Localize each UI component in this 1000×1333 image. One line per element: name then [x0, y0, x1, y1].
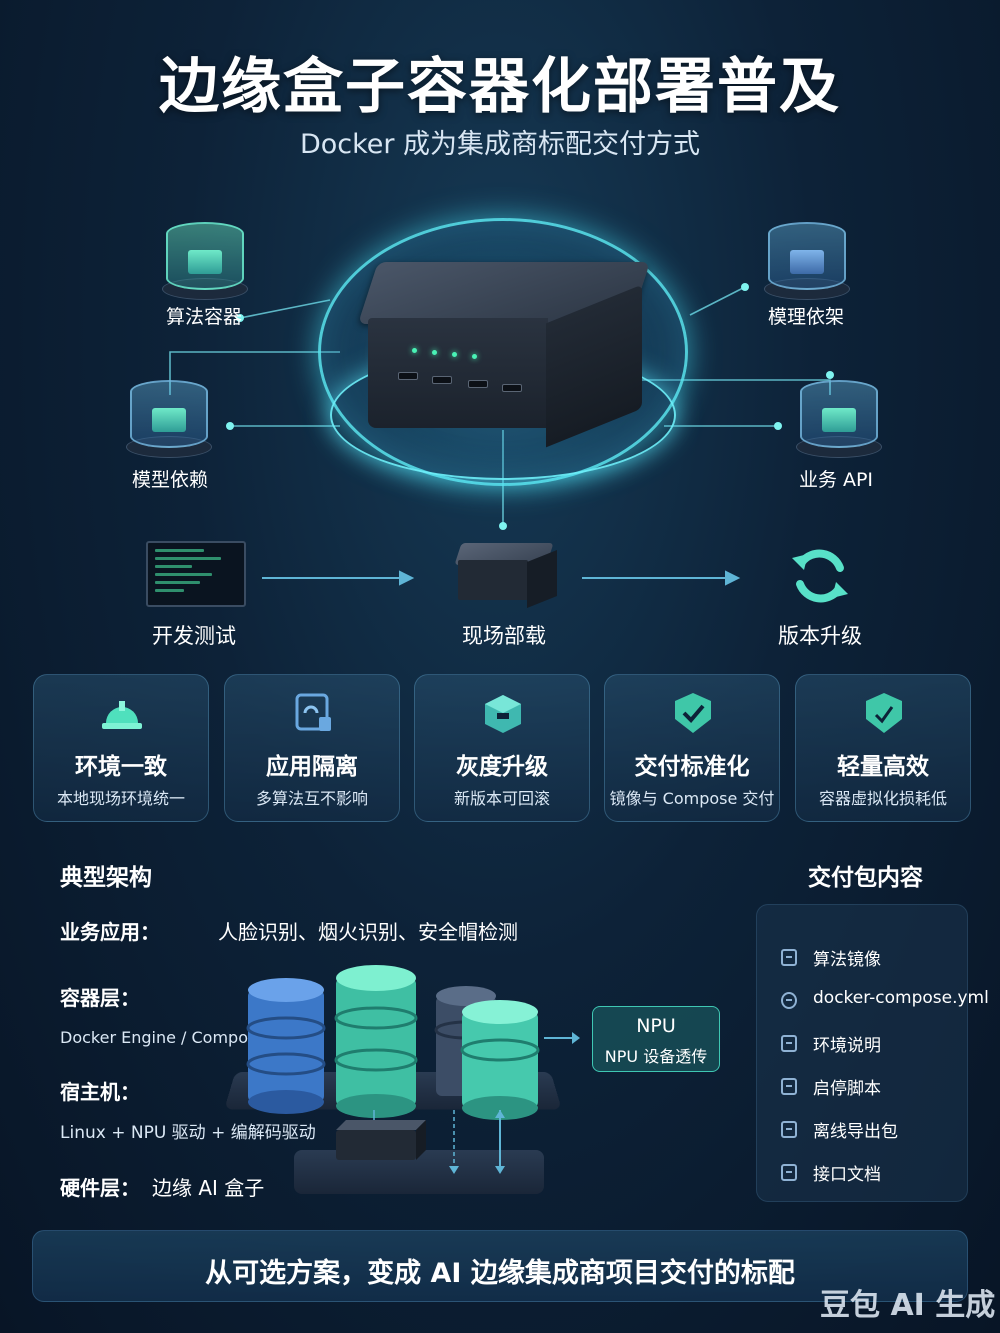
page-subtitle: Docker 成为集成商标配交付方式 [299, 129, 701, 160]
isolation-icon [295, 693, 331, 731]
usb-port [468, 380, 488, 388]
npu-box: NPU NPU 设备透传 [592, 1006, 720, 1072]
feature-title: 交付标准化 [634, 754, 750, 780]
cube-icon [485, 695, 521, 733]
code-screen-icon [146, 541, 246, 607]
package-item: 环境说明 [781, 1031, 967, 1056]
container-layer-value: Docker Engine / Compose [60, 1028, 267, 1047]
footer-text: 从可选方案，变成 AI 边缘集成商项目交付的标配 [205, 1258, 795, 1289]
feature-card-lightweight: 轻量高效 容器虚拟化损耗低 [795, 674, 971, 822]
ai-watermark: 豆包 AI 生成 [820, 1288, 996, 1323]
model-framework-icon [764, 222, 850, 302]
feature-card-consistency: 环境一致 本地现场环境统一 [33, 674, 209, 822]
architecture-title: 典型架构 [60, 865, 152, 891]
feature-desc: 多算法互不影响 [255, 789, 368, 808]
feature-desc: 镜像与 Compose 交付 [609, 789, 775, 808]
feature-desc: 容器虚拟化损耗低 [818, 789, 947, 808]
business-layer-label: 业务应用： [60, 920, 160, 944]
feature-title: 应用隔离 [266, 754, 358, 780]
edge-box-front [368, 318, 548, 428]
package-item-label: 环境说明 [813, 1036, 881, 1056]
npu-title: NPU [636, 1015, 676, 1037]
status-led [452, 352, 457, 357]
flow-step-label: 开发测试 [152, 624, 236, 648]
feature-desc: 本地现场环境统一 [56, 789, 185, 808]
container-stack-illustration [246, 965, 580, 1174]
package-item: 启停脚本 [781, 1074, 967, 1099]
feature-title: 环境一致 [75, 754, 167, 780]
host-layer-value: Linux + NPU 驱动 + 编解码驱动 [60, 1123, 316, 1143]
helmet-icon [102, 701, 142, 729]
package-item: 算法镜像 [781, 945, 967, 970]
business-layer-value: 人脸识别、烟火识别、安全帽检测 [218, 920, 518, 944]
hub-node-label: 算法容器 [165, 306, 242, 328]
hdmi-port [398, 372, 418, 380]
doc-icon [781, 1164, 797, 1181]
check-shield-icon [675, 693, 711, 733]
package-item: 离线导出包 [781, 1117, 967, 1142]
npu-desc: NPU 设备透传 [604, 1047, 708, 1066]
feature-desc: 新版本可回滚 [453, 789, 550, 808]
host-layer-label: 宿主机： [60, 1080, 140, 1104]
package-title: 交付包内容 [808, 865, 923, 891]
hardware-layer-value: 边缘 AI 盒子 [152, 1176, 265, 1200]
feature-card-standardization: 交付标准化 镜像与 Compose 交付 [604, 674, 780, 822]
status-led [432, 350, 437, 355]
algorithm-container-icon [162, 222, 248, 302]
model-dependency-icon [126, 380, 212, 460]
edge-box-icon-front [458, 560, 528, 600]
flow-step-label: 现场部载 [462, 624, 546, 648]
file-icon [781, 949, 797, 966]
export-icon [781, 1121, 797, 1138]
status-led [412, 348, 417, 353]
refresh-icon [792, 549, 848, 603]
lightning-shield-icon [866, 693, 902, 733]
hub-node-label: 业务 API [798, 469, 874, 491]
feature-title: 灰度升级 [456, 754, 548, 780]
package-item-label: 接口文档 [813, 1165, 881, 1185]
usb-port [432, 376, 452, 384]
target-icon [781, 992, 797, 1009]
package-item: docker-compose.yml [781, 988, 989, 1012]
business-api-icon [796, 380, 882, 460]
hardware-layer-label: 硬件层： [60, 1176, 140, 1200]
package-item-label: 离线导出包 [813, 1122, 898, 1142]
container-layer-label: 容器层： [60, 986, 140, 1010]
file-icon [781, 1035, 797, 1052]
script-icon [781, 1078, 797, 1095]
hub-node-label: 模理依架 [767, 306, 844, 328]
feature-card-gray-upgrade: 灰度升级 新版本可回滚 [414, 674, 590, 822]
hardware-platform [294, 1150, 544, 1194]
hub-node-label: 模型依赖 [131, 469, 208, 491]
footer-banner: 从可选方案，变成 AI 边缘集成商项目交付的标配 [32, 1230, 968, 1302]
package-item: 接口文档 [781, 1160, 967, 1185]
feature-card-isolation: 应用隔离 多算法互不影响 [224, 674, 400, 822]
usb-port [502, 384, 522, 392]
package-item-label: docker-compose.yml [813, 988, 989, 1008]
package-item-label: 算法镜像 [813, 950, 881, 970]
package-item-label: 启停脚本 [813, 1079, 881, 1099]
flow-step-label: 版本升级 [778, 624, 862, 648]
feature-title: 轻量高效 [837, 754, 929, 780]
status-led [472, 354, 477, 359]
page-title: 边缘盒子容器化部署普及 [159, 52, 841, 122]
package-panel: 算法镜像 docker-compose.yml 环境说明 启停脚本 离线导出包 … [756, 904, 989, 1202]
